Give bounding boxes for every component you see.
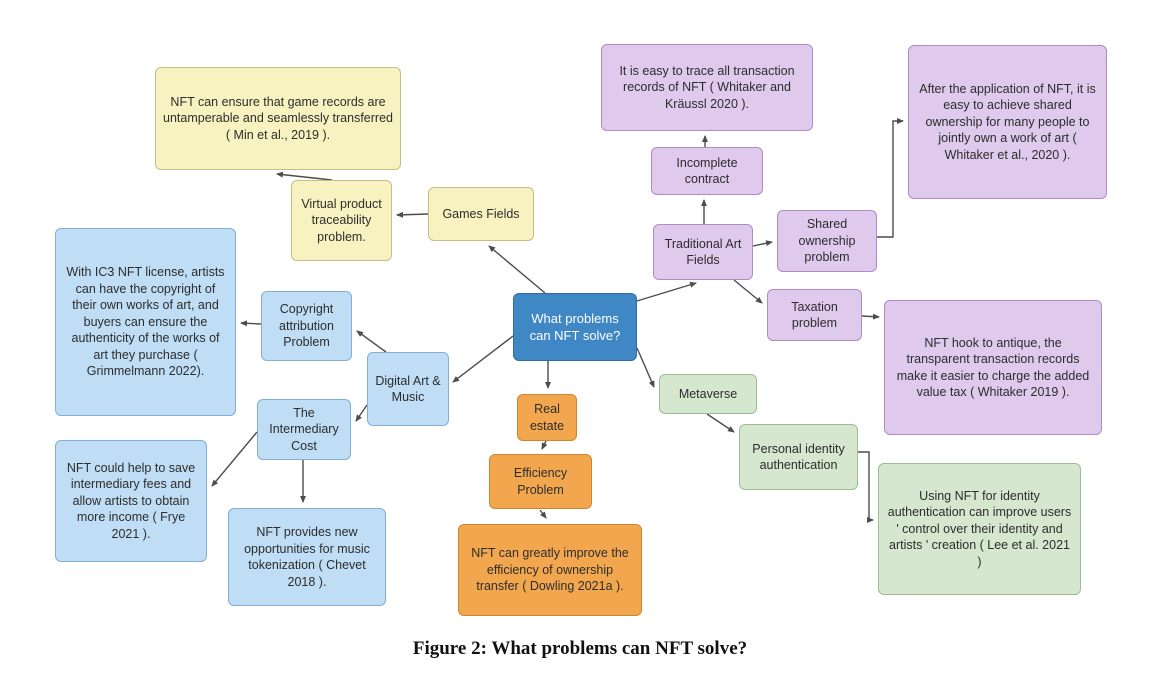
node-music-tokenization-solution: NFT provides new opportunities for music… bbox=[228, 508, 386, 606]
figure-caption: Figure 2: What problems can NFT solve? bbox=[412, 638, 748, 659]
arrow-intermediary-cost-to-intermediary-leaf bbox=[211, 431, 258, 487]
node-efficiency-problem: Efficiency Problem bbox=[489, 454, 592, 509]
node-virtual-product-traceability-problem: Virtual product traceability problem. bbox=[291, 180, 392, 261]
node-what-problems-can-nft-solve: What problems can NFT solve? bbox=[513, 293, 637, 361]
arrow-central-to-games-fields bbox=[488, 245, 546, 294]
node-traditional-art-fields: Traditional Art Fields bbox=[653, 224, 753, 280]
arrow-shared-ownership-to-shared-ownership-leaf bbox=[877, 118, 904, 238]
arrow-digital-art-music-to-copyright-attribution bbox=[356, 330, 387, 353]
arrow-traditional-art-to-shared-ownership bbox=[752, 240, 773, 247]
arrow-virtual-traceability-to-game-records-leaf bbox=[276, 171, 333, 181]
node-trace-transaction-records-solution: It is easy to trace all transaction reco… bbox=[601, 44, 813, 131]
arrow-games-fields-to-virtual-traceability bbox=[396, 211, 429, 218]
node-identity-authentication-solution: Using NFT for identity authentication ca… bbox=[878, 463, 1081, 595]
node-metaverse: Metaverse bbox=[659, 374, 757, 414]
node-intermediary-fees-solution: NFT could help to save intermediary fees… bbox=[55, 440, 207, 562]
node-copyright-solution: With IC3 NFT license, artists can have t… bbox=[55, 228, 236, 416]
node-taxation-solution: NFT hook to antique, the transparent tra… bbox=[884, 300, 1102, 435]
node-digital-art-and-music: Digital Art & Music bbox=[367, 352, 449, 426]
node-intermediary-cost: The Intermediary Cost bbox=[257, 399, 351, 460]
node-shared-ownership-problem: Shared ownership problem bbox=[777, 210, 877, 272]
node-ownership-transfer-solution: NFT can greatly improve the efficiency o… bbox=[458, 524, 642, 616]
arrow-digital-art-music-to-intermediary-cost bbox=[355, 404, 368, 422]
arrow-personal-identity-to-identity-leaf bbox=[858, 451, 874, 523]
node-real-estate: Real estate bbox=[517, 394, 577, 441]
arrow-real-estate-to-efficiency-problem bbox=[541, 440, 548, 450]
arrow-copyright-attribution-to-copyright-leaf bbox=[240, 320, 262, 327]
arrow-efficiency-problem-to-efficiency-leaf bbox=[539, 509, 547, 519]
node-taxation-problem: Taxation problem bbox=[767, 289, 862, 341]
node-copyright-attribution-problem: Copyright attribution Problem bbox=[261, 291, 352, 361]
arrow-metaverse-to-personal-identity bbox=[706, 413, 735, 433]
arrow-central-to-metaverse bbox=[636, 347, 655, 388]
node-games-fields: Games Fields bbox=[428, 187, 534, 241]
arrow-central-to-digital-art-music bbox=[452, 335, 514, 383]
arrow-central-to-traditional-art bbox=[636, 281, 697, 302]
node-incomplete-contract: Incomplete contract bbox=[651, 147, 763, 195]
node-shared-ownership-solution: After the application of NFT, it is easy… bbox=[908, 45, 1107, 199]
arrow-taxation-to-taxation-leaf bbox=[861, 313, 880, 320]
node-personal-identity-authentication: Personal identity authentication bbox=[739, 424, 858, 490]
node-game-records-solution: NFT can ensure that game records are unt… bbox=[155, 67, 401, 170]
arrow-traditional-art-to-taxation bbox=[733, 279, 763, 304]
